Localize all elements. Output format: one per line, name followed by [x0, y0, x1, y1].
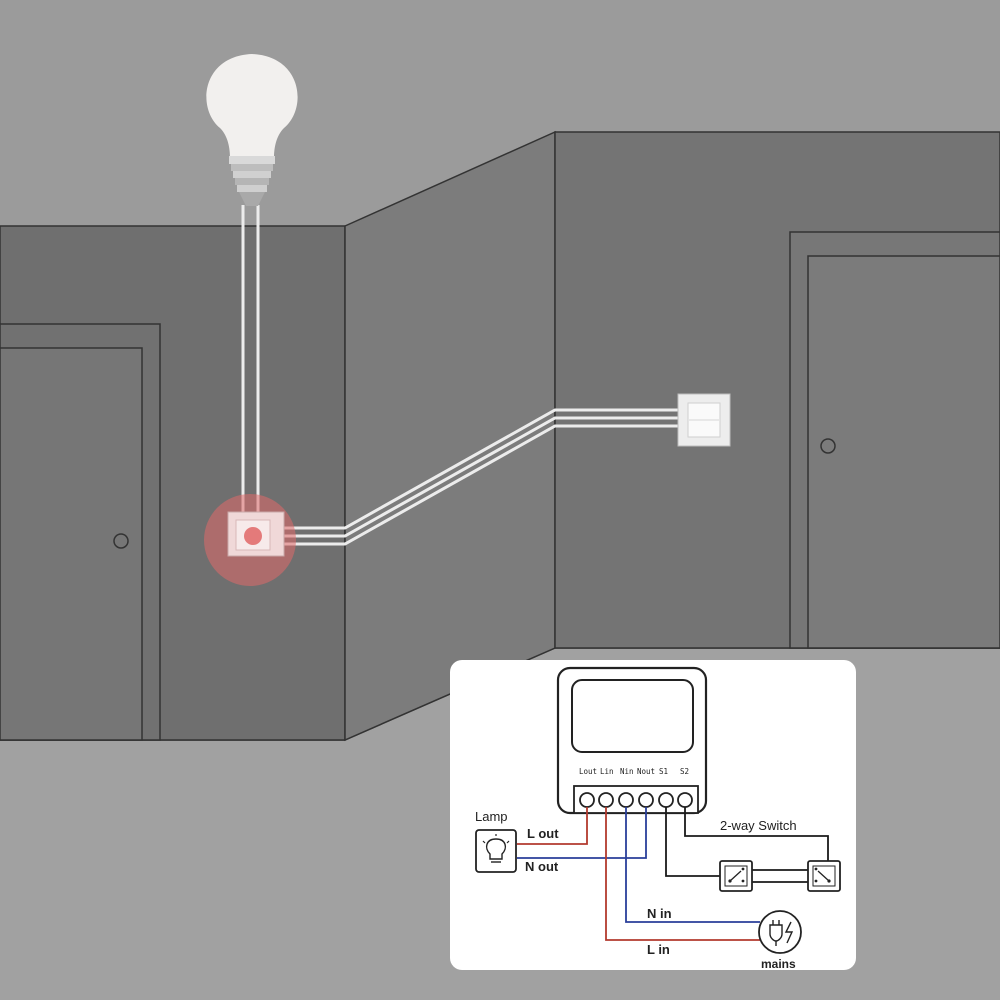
light-bulb-icon [206, 54, 298, 206]
terminal-label-nin: Nin [620, 767, 634, 776]
door-knob-icon [113, 533, 129, 549]
l-out-label: L out [527, 826, 559, 841]
terminal-label-s1: S1 [659, 767, 668, 776]
l-in-label: L in [647, 942, 670, 957]
mains-plug-icon [758, 910, 802, 954]
terminal-screw-icon [598, 792, 614, 808]
n-in-label: N in [647, 906, 672, 921]
wire-l-out [517, 807, 588, 845]
wire-n-out [517, 807, 647, 859]
terminal-label-lin: Lin [600, 767, 614, 776]
lamp-label: Lamp [475, 809, 508, 824]
module-device [556, 666, 708, 815]
terminal-label-s2: S2 [680, 767, 689, 776]
terminal-label-lout: Lout [579, 767, 597, 776]
terminal-label-nout: Nout [637, 767, 655, 776]
terminal-screw-icon [579, 792, 595, 808]
mains-label: mains [761, 957, 796, 971]
terminal-screw-icon [618, 792, 634, 808]
wire-s2 [684, 807, 829, 861]
terminal-screw-icon [658, 792, 674, 808]
switch-label: 2-way Switch [720, 818, 797, 833]
switch-wires [283, 408, 680, 546]
right-door [789, 231, 1000, 649]
left-door [0, 323, 161, 741]
door-knob-icon [820, 438, 836, 454]
n-out-label: N out [525, 859, 559, 874]
smart-module[interactable] [204, 494, 296, 586]
diagram-card [450, 660, 856, 970]
terminal-screw-icon [677, 792, 693, 808]
terminal-screw-icon [638, 792, 654, 808]
wire-n-in [625, 807, 760, 923]
wiring-diagram: Lout Lin Nin Nout S1 S2 Lamp [450, 660, 856, 971]
wire-l-in [605, 807, 760, 941]
lamp-icon [475, 829, 517, 873]
two-way-switch-icon [807, 860, 841, 892]
module-indicator-icon [244, 527, 262, 545]
two-way-switch-icon [719, 860, 753, 892]
wall-switch-icon[interactable] [677, 393, 731, 447]
bulb-wire [241, 205, 260, 522]
wire-s1 [665, 807, 720, 877]
